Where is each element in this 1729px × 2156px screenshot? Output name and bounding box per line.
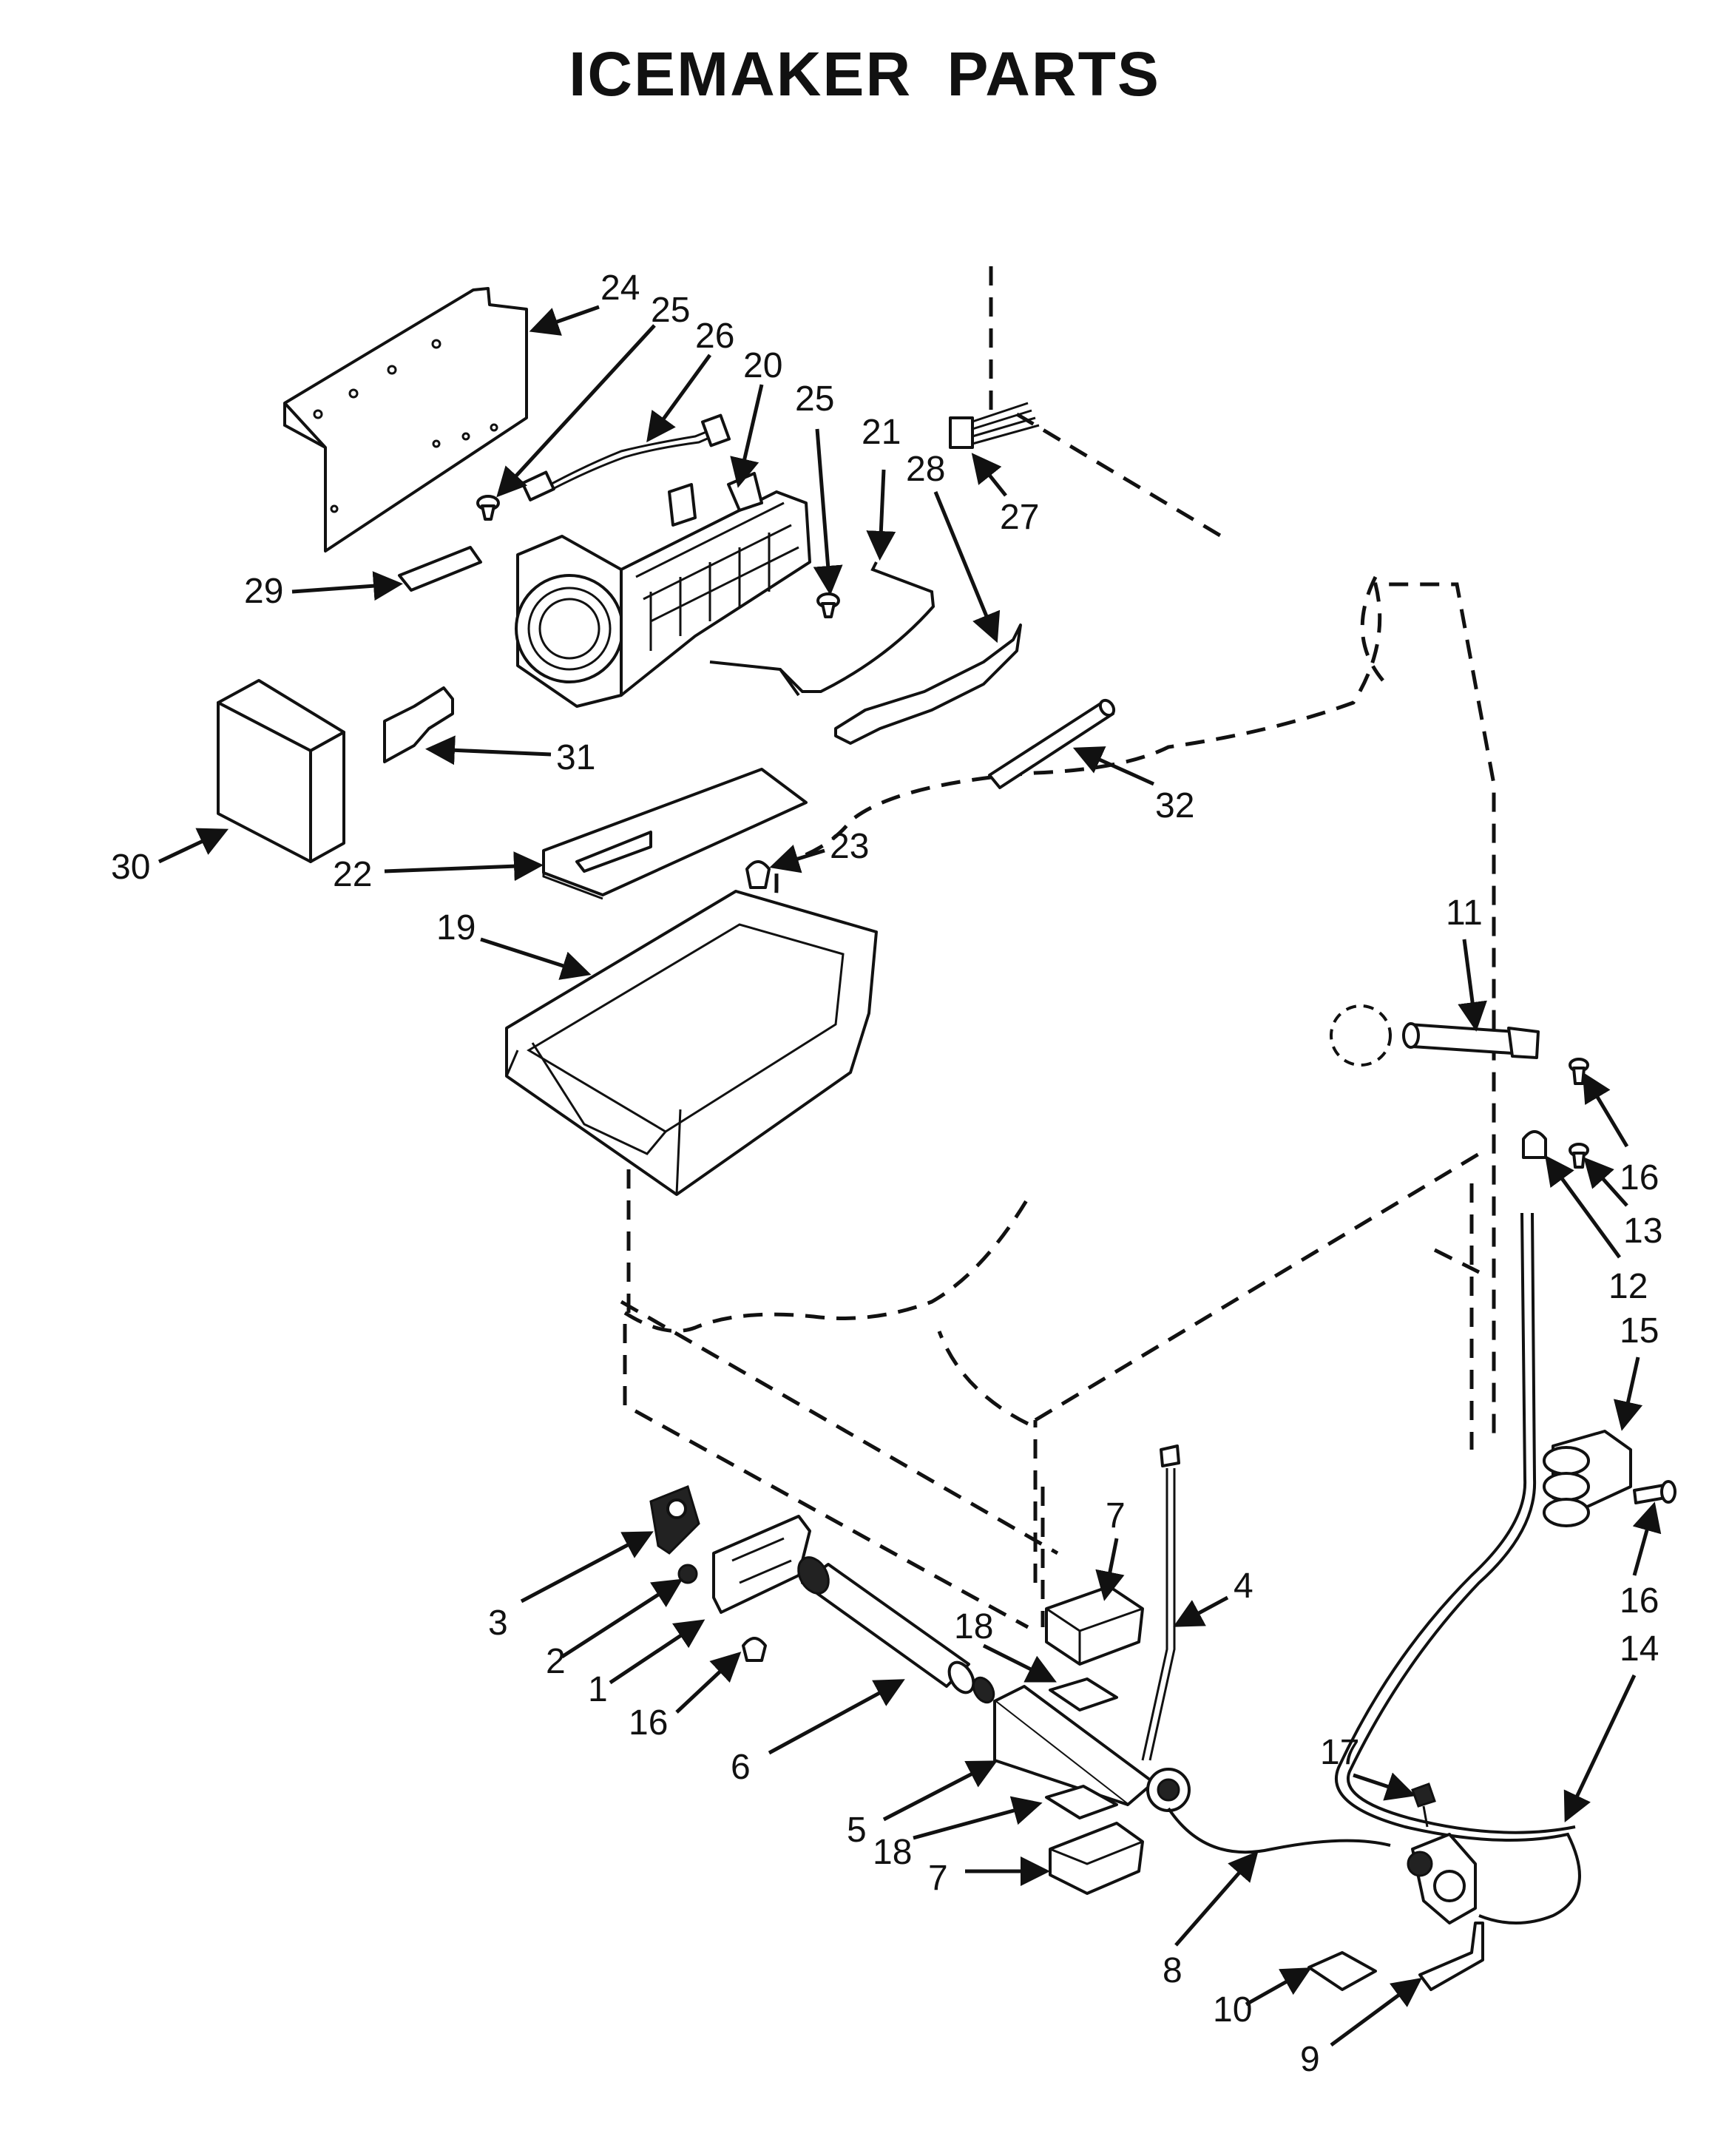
callout-9: 9 — [1300, 2040, 1320, 2079]
callout-3: 3 — [488, 1604, 508, 1643]
callout-17: 17 — [1320, 1733, 1359, 1772]
part-2-screw — [677, 1564, 698, 1584]
callout-12: 12 — [1608, 1267, 1648, 1306]
callout-32: 32 — [1155, 786, 1194, 825]
part-4-tube — [1141, 1444, 1180, 1761]
part-12-clamp — [1522, 1130, 1547, 1159]
callout-21: 21 — [862, 413, 901, 452]
callout-18-upper: 18 — [954, 1607, 993, 1646]
part-26-wire-harness — [521, 413, 731, 501]
part-24-mounting-plate — [283, 287, 528, 552]
callout-31: 31 — [556, 738, 595, 777]
part-3-knob — [649, 1484, 700, 1555]
callout-8: 8 — [1163, 1951, 1182, 1990]
part-31-bracket — [383, 686, 454, 763]
callout-1: 1 — [588, 1670, 608, 1709]
callout-15: 15 — [1620, 1311, 1659, 1351]
part-16-clip-left — [742, 1637, 767, 1662]
callout-6: 6 — [731, 1748, 751, 1787]
part-13-screw — [1569, 1143, 1589, 1169]
leader-arrows — [158, 305, 1662, 2047]
callout-16-left: 16 — [629, 1703, 668, 1743]
callout-13: 13 — [1623, 1212, 1662, 1251]
part-7-foam-upper — [1045, 1585, 1144, 1666]
part-20-icemaker-assembly — [515, 472, 811, 708]
page-title: ICEMAKER PARTS — [569, 39, 1160, 109]
part-28-cover — [834, 624, 1022, 745]
callout-28: 28 — [906, 450, 945, 489]
part-6-water-filter — [797, 1556, 995, 1704]
part-23-clip — [745, 860, 771, 889]
part-14-water-line-2 — [1347, 1212, 1576, 1834]
part-22-bin-bracket — [542, 768, 808, 900]
part-1-bracket — [712, 1515, 811, 1614]
part-8-tube — [1167, 1807, 1391, 1854]
part-15-bracket — [1543, 1430, 1632, 1527]
water-valve — [1407, 1833, 1477, 1924]
callout-30: 30 — [111, 848, 150, 887]
part-18-pad-lower — [1045, 1785, 1118, 1819]
callout-2: 2 — [546, 1642, 566, 1681]
callout-labels: 24 25 26 20 25 21 28 27 29 31 32 30 22 2… — [111, 268, 1662, 2079]
callout-25b: 25 — [795, 379, 834, 419]
callout-5: 5 — [847, 1811, 867, 1850]
part-29-label — [398, 546, 482, 592]
callout-7-upper: 7 — [1106, 1496, 1126, 1535]
callout-14: 14 — [1620, 1629, 1659, 1669]
part-25-screw — [476, 495, 500, 521]
callout-24: 24 — [600, 268, 640, 308]
part-25-screw-2 — [816, 592, 840, 618]
part-27-connector — [949, 402, 1040, 449]
callout-26: 26 — [695, 317, 734, 356]
part-10-plate — [1307, 1951, 1377, 1991]
part-18-pad-upper — [1049, 1677, 1118, 1711]
callout-25: 25 — [651, 291, 690, 330]
callout-4: 4 — [1234, 1567, 1253, 1606]
callout-20: 20 — [743, 346, 782, 385]
part-19-ice-bin — [505, 890, 878, 1196]
callout-7-lower: 7 — [928, 1859, 948, 1898]
callout-16-upper: 16 — [1620, 1158, 1659, 1197]
callout-19: 19 — [436, 908, 476, 947]
callout-16-right: 16 — [1620, 1581, 1659, 1621]
part-32-fill-tube — [988, 698, 1116, 789]
part-14-water-line — [1334, 1212, 1581, 1924]
callout-22: 22 — [333, 855, 372, 894]
callout-27: 27 — [1000, 498, 1039, 537]
part-16-screw-right — [1633, 1480, 1676, 1504]
part-17-screw — [1411, 1782, 1436, 1828]
part-21-shutoff-arm — [709, 561, 935, 697]
callout-23: 23 — [830, 827, 869, 866]
part-30-cover-box — [217, 679, 345, 863]
part-9-bracket — [1418, 1922, 1484, 1991]
callout-10: 10 — [1213, 1990, 1252, 2030]
callout-29: 29 — [244, 572, 283, 611]
part-7-foam-lower — [1049, 1822, 1144, 1895]
part-11-tube-fitting — [1330, 1004, 1540, 1067]
part-5-filter-housing — [993, 1685, 1191, 1812]
callout-18-lower: 18 — [873, 1833, 912, 1872]
callout-11: 11 — [1446, 893, 1483, 933]
